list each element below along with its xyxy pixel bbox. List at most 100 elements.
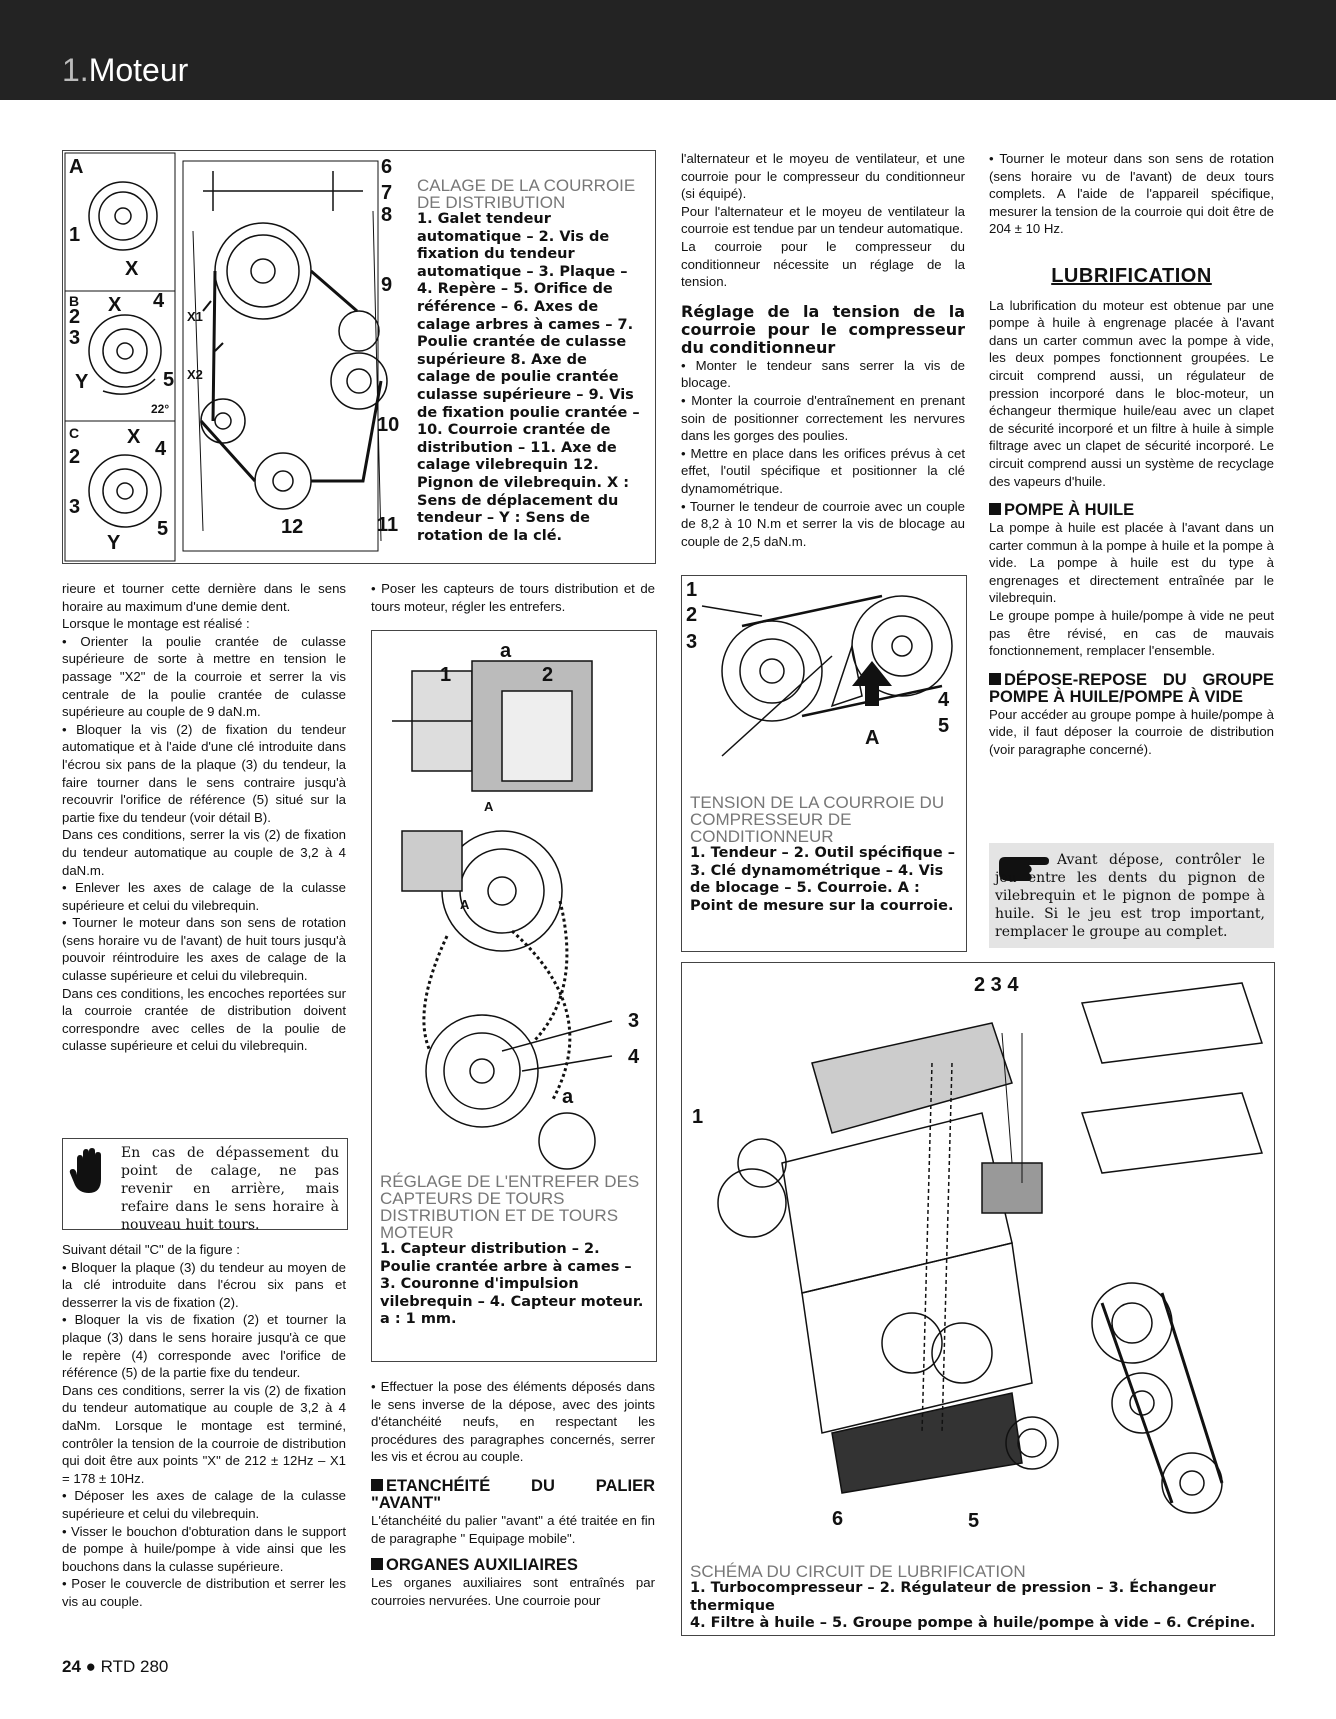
- label-2-c: 2: [69, 446, 80, 468]
- label-7: 7: [381, 182, 392, 204]
- publication-reference: RTD 280: [100, 1657, 169, 1676]
- label-a: a: [500, 640, 512, 662]
- label-5: 5: [968, 1510, 979, 1532]
- figure-caption: 1. Galet tendeur automatique – 2. Vis de…: [417, 211, 640, 544]
- figure-title: CALAGE DE LA COURROIE DE DISTRIBUTION: [417, 176, 636, 212]
- column-2-bottom: • Effectuer la pose des éléments déposés…: [371, 1378, 655, 1609]
- paragraph: Dans ces conditions, les encoches report…: [62, 985, 346, 1054]
- section-heading: DÉPOSE-REPOSE DU GROUPE POMPE À HUILE/PO…: [989, 670, 1274, 706]
- list-item: • Bloquer la plaque (3) du tendeur au mo…: [62, 1259, 346, 1310]
- label-12: 12: [281, 516, 303, 538]
- paragraph: Pour accéder au groupe pompe à huile/pom…: [989, 706, 1274, 758]
- label-A: A: [484, 799, 494, 814]
- subsection-heading: Réglage de la tension de la courroie pou…: [681, 301, 965, 357]
- label-a-2: a: [562, 1086, 574, 1108]
- list-item: • Orienter la poulie crantée de culasse …: [62, 633, 346, 720]
- paragraph: Le groupe pompe à huile/pompe à vide ne …: [989, 608, 1274, 659]
- label-1: 1: [440, 664, 451, 686]
- label-6: 6: [832, 1508, 843, 1530]
- paragraph: l'alternateur et le moyeu de ventilateur…: [681, 151, 965, 202]
- label-1: 1: [69, 224, 80, 246]
- note-box-info: Avant dépose, contrôler le jeu entre les…: [989, 843, 1274, 948]
- list-item: • Visser le bouchon d'obturation dans le…: [62, 1523, 346, 1574]
- calage-illustration: A 1 X B 2 3 X 4 Y 5 22° C X 2 4 3 5 Y X1…: [64, 152, 399, 562]
- label-X-c: X: [127, 426, 141, 448]
- note-text: Avant dépose, contrôler le jeu entre les…: [995, 852, 1265, 940]
- label-3: 3: [628, 1010, 639, 1032]
- figure-entrefer-capteurs: a 1 2 A A 3 4 a RÉGLAGE DE L'ENTREFER DE…: [371, 630, 657, 1362]
- label-Y: Y: [75, 371, 89, 393]
- page-header: 1.Moteur: [0, 0, 1336, 100]
- figure-title: SCHÉMA DU CIRCUIT DE LUBRIFICATION: [690, 1562, 1026, 1581]
- label-C: C: [69, 425, 79, 441]
- figure-title: TENSION DE LA COURROIE DU COMPRESSEUR DE…: [690, 793, 945, 846]
- label-4: 4: [628, 1046, 640, 1068]
- chapter-title: 1.Moteur: [62, 52, 188, 89]
- label-A-2: A: [460, 897, 470, 912]
- figure-calage-distribution: A 1 X B 2 3 X 4 Y 5 22° C X 2 4 3 5 Y X1…: [62, 150, 656, 564]
- paragraph: Suivant détail "C" de la figure :: [62, 1242, 240, 1257]
- pointing-hand-icon: [999, 857, 1049, 881]
- label-4-c: 4: [155, 438, 167, 460]
- label-3-c: 3: [69, 496, 80, 518]
- paragraph: Lorsque le montage est réalisé :: [62, 616, 250, 632]
- chapter-number: 1.: [62, 52, 89, 88]
- label-9: 9: [381, 274, 392, 296]
- section-heading-text: DÉPOSE-REPOSE DU GROUPE POMPE À HUILE/PO…: [989, 670, 1274, 706]
- label-11: 11: [377, 514, 398, 536]
- list-item: • Bloquer la vis (2) de fixation du tend…: [62, 721, 346, 825]
- paragraph: Les organes auxiliaires sont entraînés p…: [371, 1575, 655, 1608]
- label-X2: X2: [187, 367, 203, 382]
- list-item: • Monter la courroie d'entraînement en p…: [681, 392, 965, 444]
- column-4: • Tourner le moteur dans son sens de rot…: [989, 150, 1274, 759]
- paragraph: Pour l'alternateur et le moyeu de ventil…: [681, 203, 965, 237]
- label-A: A: [69, 156, 83, 178]
- paragraph: La lubrification du moteur est obtenue p…: [989, 297, 1274, 489]
- label-angle: 22°: [151, 402, 169, 416]
- list-item: • Mettre en place dans les orifices prév…: [681, 445, 965, 496]
- label-10: 10: [377, 414, 399, 436]
- label-X1: X1: [187, 309, 203, 324]
- figure-title: RÉGLAGE DE L'ENTREFER DES CAPTEURS DE TO…: [380, 1172, 640, 1242]
- note-text: En cas de dépassement du point de calage…: [121, 1145, 339, 1233]
- section-heading: ORGANES AUXILIAIRES: [371, 1557, 655, 1574]
- paragraph: rieure et tourner cette dernière dans le…: [62, 581, 346, 614]
- section-title-lubrification: LUBRIFICATION: [1051, 264, 1212, 287]
- list-item: • Enlever les axes de calage de la culas…: [62, 880, 346, 913]
- page-footer: 24 ● RTD 280: [62, 1657, 168, 1677]
- label-4: 4: [938, 689, 950, 711]
- paragraph: Dans ces conditions, serrer la vis (2) d…: [62, 827, 346, 878]
- paragraph: La courroie pour le compresseur du condi…: [681, 238, 965, 290]
- label-X-b: X: [108, 294, 122, 316]
- list-item: • Tourner le moteur dans son sens de rot…: [989, 151, 1274, 237]
- section-heading-text: ETANCHÉITÉ DU PALIER "AVANT": [371, 1476, 655, 1512]
- tension-illustration: 1 2 3 4 5 A: [686, 579, 953, 757]
- paragraph: Dans ces conditions, serrer la vis (2) d…: [62, 1382, 346, 1486]
- label-3: 3: [69, 327, 80, 349]
- figure-caption: 1. Capteur distribution – 2. Poulie cran…: [380, 1241, 644, 1328]
- column-2-top: • Poser les capteurs de tours distributi…: [371, 580, 655, 615]
- label-2: 2: [69, 306, 80, 328]
- list-item: • Effectuer la pose des éléments déposés…: [371, 1379, 655, 1465]
- label-1: 1: [692, 1106, 703, 1128]
- figure-circuit-lubrification: 1 2 3 4 5 6 SCHÉMA DU CIRCUIT DE LUBRIFI…: [681, 962, 1275, 1636]
- footer-bullet: ●: [85, 1657, 96, 1676]
- label-5-c: 5: [157, 518, 168, 540]
- label-X: X: [125, 258, 139, 280]
- figure-tension-compresseur: 1 2 3 4 5 A TENSION DE LA COURROIE DU CO…: [681, 575, 967, 952]
- column-3: l'alternateur et le moyeu de ventilateur…: [681, 150, 965, 550]
- label-4: 4: [153, 290, 165, 312]
- label-2-3-4: 2 3 4: [974, 974, 1019, 996]
- label-Y-c: Y: [107, 532, 121, 554]
- list-item: • Tourner le moteur dans son sens de rot…: [62, 915, 346, 984]
- label-B: B: [69, 293, 79, 309]
- column-1: rieure et tourner cette dernière dans le…: [62, 580, 346, 1055]
- list-item: • Monter le tendeur sans serrer la vis d…: [681, 357, 965, 391]
- note-box-warning: En cas de dépassement du point de calage…: [62, 1138, 348, 1233]
- label-1: 1: [686, 579, 697, 601]
- section-heading: ETANCHÉITÉ DU PALIER "AVANT": [371, 1476, 655, 1512]
- figure-caption: 1. Tendeur – 2. Outil spécifique – 3. Cl…: [690, 845, 956, 914]
- list-item: • Déposer les axes de calage de la culas…: [62, 1488, 346, 1521]
- figure-caption-line-1: 1. Turbocompresseur – 2. Régulateur de p…: [690, 1580, 1216, 1614]
- label-2: 2: [542, 664, 553, 686]
